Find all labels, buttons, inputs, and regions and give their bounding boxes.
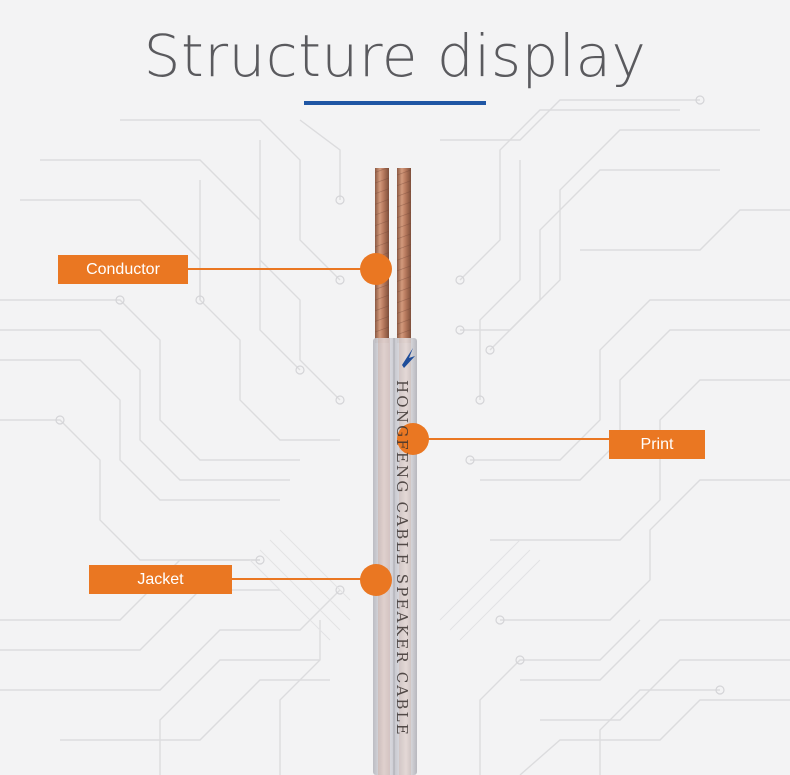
- conductor-label: Conductor: [58, 255, 188, 284]
- jacket-marker: [360, 564, 392, 596]
- print-label: Print: [609, 430, 705, 459]
- jacket-label: Jacket: [89, 565, 232, 594]
- cable-print-text: HONGFENG CABLE SPEAKER CABLE: [393, 380, 411, 737]
- conductor-marker: [360, 253, 392, 285]
